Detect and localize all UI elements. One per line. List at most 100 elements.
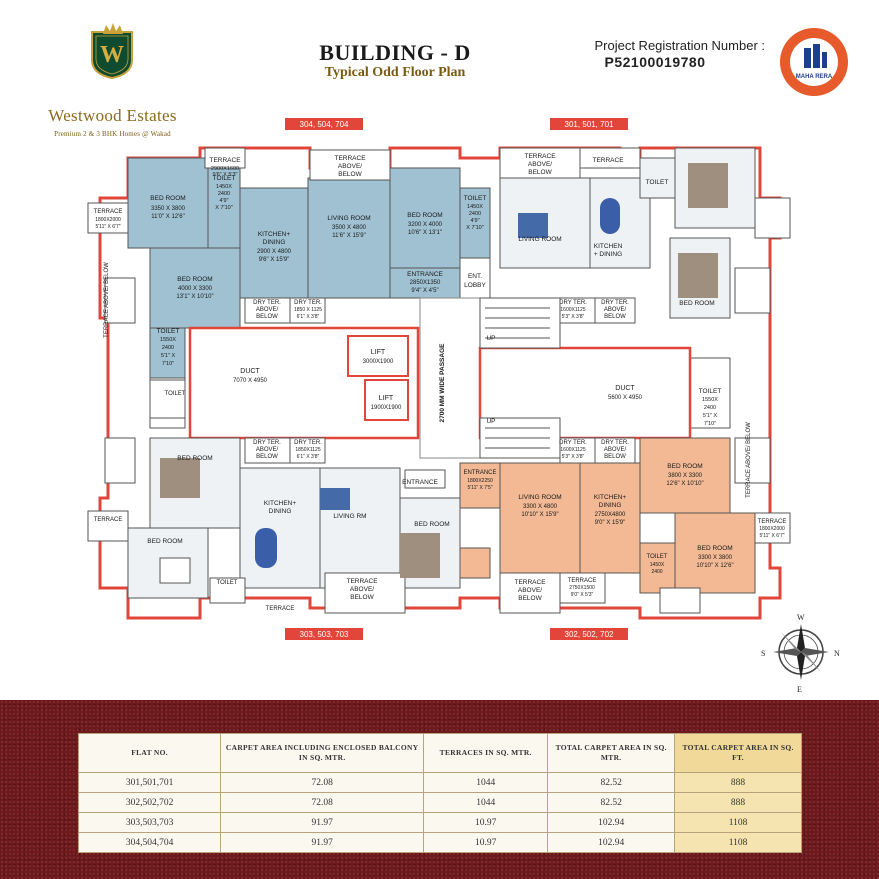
room-label: KITCHEN+ [258,231,291,238]
header-flat-no: FLAT NO. [77,733,222,773]
brand-logo: W Westwood Estates Premium 2 & 3 BHK Hom… [30,22,195,138]
room-label: BELOW [338,171,362,178]
room-label: TERRACE [334,155,366,162]
room-dims: 1450X [650,562,665,568]
flat-tag-text: 301, 501, 701 [565,120,614,129]
room-dims: 3300 X 4800 [523,504,558,510]
table-row: 303,503,703 91.97 10.97 102.94 1108 [77,812,802,833]
room-label: TERRACE [209,157,241,164]
room-label: BELOW [518,595,542,602]
room-dims: 10'10" X 12'6" [696,563,733,569]
duct-right-label: DUCT [615,385,635,392]
room-dims: 2750X4800 [595,512,626,518]
room-dims: X 7'10" [215,205,232,211]
brand-tagline: Premium 2 & 3 BHK Homes @ Wakad [54,130,171,138]
table-row: 302,502,702 72.08 1044 82.52 888 [77,792,802,813]
dining-table-icon [255,528,277,568]
room-dims: 2900X1600 [211,166,239,172]
table-row: 301,501,701 72.08 1044 82.52 888 [77,772,802,793]
room-dims: 1800X2250 [467,478,493,484]
room-label: DRY TER. [559,440,587,446]
room-dims: 1800X2000 [759,526,785,532]
room-dims: 13'1" X 10'10" [176,294,213,300]
room-label: + DINING [594,251,622,258]
room-label: TERRACE [592,157,624,164]
table-row: 304,504,704 91.97 10.97 102.94 1108 [77,832,802,853]
room-label: DINING [263,239,286,246]
room-label: BELOW [256,314,278,320]
room-label: ABOVE/ [256,447,279,453]
room-dims: 5'11" X 6'7" [759,533,784,539]
room-label: DRY TER. [559,300,587,306]
compass-rose-icon: W S N E [761,613,840,694]
room-label: BED ROOM [147,538,182,545]
cell-total-mtr: 102.94 [547,812,676,833]
room-dims: 9'0" X 15'9" [595,520,626,526]
room-dims: 4'9" [219,198,228,204]
duct-right-dims: 5600 X 4950 [608,395,643,401]
logo-letter: W [100,42,124,68]
room-label: ENT. [468,273,482,280]
room-label: ENTRANCE [463,470,496,476]
room-label: TOILET [647,554,668,560]
room-label: LIVING ROOM [518,236,561,243]
unit-302 [459,437,791,614]
lift1-dims: 3000X1900 [363,359,394,365]
table-header-row: FLAT NO. CARPET AREA INCLUDING ENCLOSED … [77,733,802,773]
room-label: ENTRANCE [407,271,443,278]
room-dims: 5'11" X 7'5" [467,485,492,491]
room-label: ABOVE/ [350,586,374,593]
room-dims: 2400 [469,211,481,217]
room-dims: 2750X1500 [569,585,595,591]
cell-total-mtr: 82.52 [547,772,676,793]
room-label: TOILET [165,391,186,397]
room-dims: 10'10" X 15'9" [521,512,558,518]
room-dims: 1550X [702,397,718,403]
room-label: BED ROOM [177,276,212,283]
room-dims: 5'1" X [703,413,718,419]
header-terraces: TERRACES IN SQ. MTR. [423,733,549,773]
room-label: DRY TER. [294,300,322,306]
room-label: LIVING ROOM [327,215,370,222]
room-dims: 2850X1350 [410,280,441,286]
room-dims: 9'6" X 5'3" [213,172,238,178]
room-label: TERRACE [758,519,787,525]
area-table: FLAT NO. CARPET AREA INCLUDING ENCLOSED … [77,733,802,853]
maharera-seal-icon: MAHA RERA [780,28,848,96]
room-label: LIVING RM [333,513,366,520]
room-dims: 6'1" X 3'8" [297,454,320,460]
compass-n: N [834,649,840,658]
lift2-dims: 1900X1900 [371,405,402,411]
room-label: DRY TER. [253,440,281,446]
page-subtitle: Typical Odd Floor Plan [324,65,466,80]
unit-303 [87,377,491,614]
room-dims: 3200 X 4000 [408,222,443,228]
shield-logo-icon: W [91,31,133,80]
cell-flat-no: 303,503,703 [77,812,222,833]
room-label: LIVING ROOM [518,494,561,501]
compass-w: W [797,613,805,622]
stair-up-label: UP [486,418,495,425]
passage-label: 2700 MM WIDE PASSAGE [439,343,446,423]
room-label: ABOVE/ [518,587,542,594]
room-dims: 12'6" X 10'10" [666,481,703,487]
brand-name: Westwood Estates [48,106,177,125]
room-dims: 2400 [651,569,662,575]
registration-label: Project Registration Number : [594,38,765,53]
room-label: TERRACE [266,606,295,612]
room-label: DRY TER. [253,300,281,306]
unit-303-labels: BED ROOM DRY TER. ABOVE/ BELOW DRY TER. … [94,440,486,612]
bed-icon [678,253,718,298]
room-label: TOILET [699,388,722,395]
cell-flat-no: 302,502,702 [77,792,222,813]
flat-tag-303 [285,628,363,640]
room-label: ABOVE/ [528,161,552,168]
room-label: KITCHEN+ [264,500,297,507]
room-label: BELOW [350,594,374,601]
room-label: TERRACE [94,209,123,215]
room-label: ABOVE/ [338,163,362,170]
room-label: TERRACE [94,517,123,523]
cell-total-mtr: 102.94 [547,832,676,853]
cell-terraces: 10.97 [423,812,549,833]
cell-terraces: 1044 [423,772,549,793]
